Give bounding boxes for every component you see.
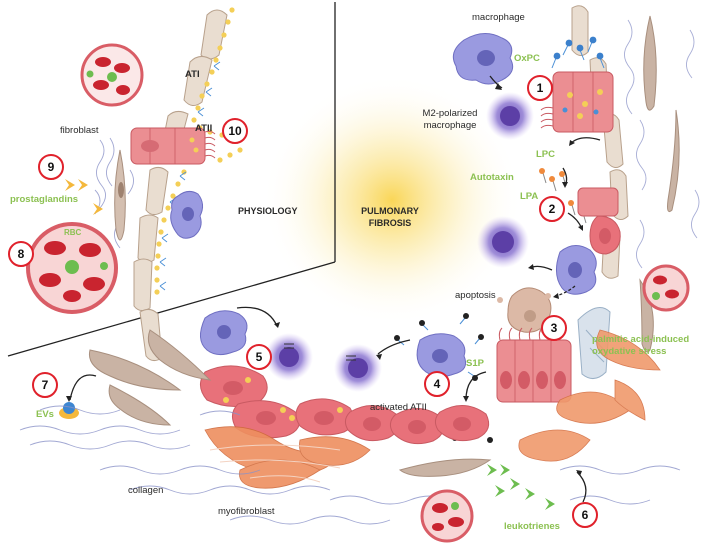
m2-macrophage-bottom-a: [334, 344, 382, 392]
capillary-large-left: [26, 222, 118, 314]
myofibroblasts-right: [518, 329, 661, 462]
label-rbc: RBC: [64, 228, 82, 237]
label-oxpc: OxPC: [514, 53, 540, 64]
macrophage-top: [452, 33, 514, 85]
atii-columnar-stack: [496, 327, 572, 403]
label-palmitic-line2: oxydative stress: [592, 346, 667, 357]
fibers-right: [624, 19, 700, 269]
label-myofibroblast: myofibroblast: [218, 506, 275, 517]
arrow-s1p-to-m2: [377, 339, 411, 355]
step-marker-1: 1: [527, 75, 553, 101]
fibers-left: [94, 137, 134, 249]
step-marker-7: 7: [32, 372, 58, 398]
activated-atii-nuclei: [223, 381, 471, 434]
divider-diagonal: [7, 261, 336, 357]
label-palmitic-line1: palmitic acid-induced: [592, 334, 690, 345]
stressed-epithelial-cell: [577, 307, 611, 379]
label-s1p: S1P: [466, 358, 484, 369]
activated-atii-granules: [223, 377, 343, 421]
myofibroblast-fibers: [209, 444, 341, 483]
capillary-bottom: [420, 489, 474, 543]
oxpc-glyphs: [551, 36, 605, 69]
label-activated-atii: activated ATII: [370, 402, 427, 413]
atii-cell-physiology: [130, 127, 216, 165]
arrow-s1p-down: [465, 371, 487, 401]
center-glow: [262, 75, 522, 325]
label-lpa: LPA: [520, 191, 539, 202]
arrow-macrophage-to-m2: [489, 75, 503, 89]
label-fibrosis: FIBROSIS: [368, 218, 412, 228]
fibroblast-left: [114, 149, 126, 241]
step-marker-6: 6: [572, 502, 598, 528]
step-marker-4: 4: [424, 371, 450, 397]
ev-glyph: [59, 402, 79, 419]
label-m2-macrophage-line2: macrophage: [423, 120, 477, 131]
atii-cell-fibrosis-1: [540, 71, 614, 133]
m2-macrophage-top: [486, 92, 534, 140]
arrow-evs: [69, 374, 97, 401]
arrowheads: [66, 83, 583, 476]
arrow-macrophage-5: [236, 306, 278, 327]
label-macrophage: macrophage: [472, 12, 525, 23]
macrophage-5: [200, 310, 248, 356]
macrophage-s1p: [416, 333, 467, 378]
label-autotaxin: Autotaxin: [470, 172, 514, 183]
label-atii: ATII: [195, 123, 213, 134]
prostaglandin-glyphs: [65, 179, 103, 215]
step-marker-5: 5: [246, 344, 272, 370]
label-leukotrienes: leukotrienes: [504, 521, 560, 532]
label-apoptosis: apoptosis: [455, 290, 496, 301]
label-prostaglandins: prostaglandins: [10, 194, 79, 205]
step-marker-8: 8: [8, 241, 34, 267]
label-evs: EVs: [36, 409, 54, 420]
label-collagen: collagen: [128, 485, 164, 496]
atii-cell-fibrosis-2: [577, 187, 621, 255]
capillary-right: [642, 264, 690, 312]
label-lpc: LPC: [536, 149, 555, 160]
macrophage-physiology: [170, 190, 204, 239]
macrophage-mid-right: [556, 245, 597, 295]
step-marker-3: 3: [541, 315, 567, 341]
label-physiology: PHYSIOLOGY: [238, 206, 298, 216]
m2-macrophage-middle: [477, 216, 529, 268]
step-marker-10: 10: [222, 118, 248, 144]
m2-macrophage-bottom-b: [265, 333, 313, 381]
step-marker-2: 2: [539, 196, 565, 222]
label-fibroblast: fibroblast: [60, 125, 99, 136]
leukotriene-glyphs: [487, 464, 555, 510]
fibroblasts-far-right: [639, 15, 680, 353]
step-marker-9: 9: [38, 154, 64, 180]
label-pulmonary: PULMONARY: [361, 206, 419, 216]
label-ati: ATI: [185, 69, 200, 80]
label-m2-macrophage-line1: M2-polarized: [422, 108, 478, 119]
fibroblasts-bottom: [88, 329, 492, 477]
alveolar-wall-left: [133, 9, 228, 362]
capillary-top-left: [80, 43, 144, 107]
